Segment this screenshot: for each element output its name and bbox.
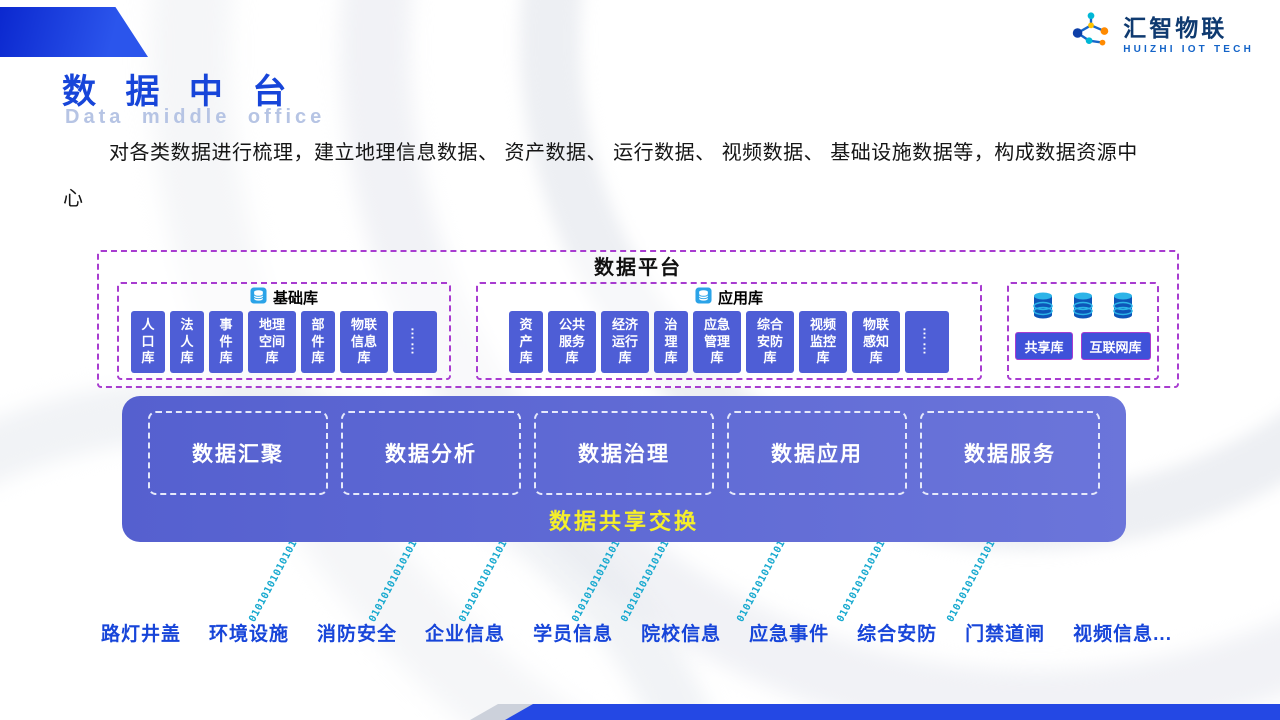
logo-tagline: HUIZHI IOT TECH [1123,44,1254,56]
data-source-label: 院校信息 [641,624,722,645]
process-step: 数据服务 [920,411,1100,495]
database-cylinder-icon [1031,290,1055,324]
library-box: 应急管理库 [693,311,741,373]
library-box: 事件库 [209,311,243,373]
data-source-label: 学员信息 [533,624,614,645]
shared-library-row: 共享库 互联网库 [1013,332,1153,360]
process-panel: 数据汇聚 数据分析 数据治理 数据应用 数据服务 数据共享交换 [122,396,1126,542]
library-box: 综合安防库 [746,311,794,373]
data-source-label: 视频信息... [1073,624,1172,645]
database-cylinders [1013,290,1153,324]
shared-library-box: 互联网库 [1080,332,1151,360]
bottom-blue-stripe [505,704,1280,720]
process-step: 数据分析 [341,411,521,495]
database-cylinder-icon [1071,290,1095,324]
database-cylinder-icon [1111,290,1135,324]
library-box: 治理库 [654,311,688,373]
data-source-label: 消防安全 [317,624,398,645]
description: 对各类数据进行梳理，建立地理信息数据、 资产数据、 运行数据、 视频数据、 基础… [63,142,1138,210]
library-box-ellipsis: …… [905,311,949,373]
group-label: 应用库 [717,289,763,307]
logo-icon [1068,10,1114,61]
data-source-label: 企业信息 [425,624,506,645]
data-source-label: 环境设施 [209,624,290,645]
logo-name: 汇智物联 [1123,14,1228,41]
data-exchange-label: 数据共享交换 [548,509,699,534]
library-box: 物联感知库 [852,311,900,373]
data-source-row: 路灯井盖 环境设施 消防安全 企业信息 学员信息 院校信息 应急事件 综合安防 … [101,619,1172,646]
data-source-label: 应急事件 [749,624,830,645]
application-library-header: 应用库 [482,286,976,308]
library-box: 视频监控库 [799,311,847,373]
library-box: 地理空间库 [248,311,296,373]
library-box: 物联信息库 [340,311,388,373]
library-box: 资产库 [509,311,543,373]
process-step: 数据治理 [534,411,714,495]
library-box: 公共服务库 [548,311,596,373]
page-subtitle: Data middle office [65,106,326,128]
shared-library-box: 共享库 [1015,332,1073,360]
library-box: 人口库 [131,311,165,373]
logo: 汇智物联 HUIZHI IOT TECH [1068,10,1254,61]
process-step: 数据应用 [727,411,907,495]
top-left-accent-shape [0,7,148,57]
library-box: 法人库 [170,311,204,373]
platform-groups: 基础库 人口库 法人库 事件库 地理空间库 部件库 物联信息库 …… [117,282,1159,380]
group-label: 基础库 [272,289,318,307]
application-library-items: 资产库 公共服务库 经济运行库 治理库 应急管理库 综合安防库 视频监控库 物联… [482,308,976,376]
shared-library-group: 共享库 互联网库 [1007,282,1159,380]
process-steps-row: 数据汇聚 数据分析 数据治理 数据应用 数据服务 [148,411,1100,495]
basic-library-items: 人口库 法人库 事件库 地理空间库 部件库 物联信息库 …… [123,308,445,376]
basic-library-group: 基础库 人口库 法人库 事件库 地理空间库 部件库 物联信息库 …… [117,282,451,380]
library-box: 经济运行库 [601,311,649,373]
application-library-group: 应用库 资产库 公共服务库 经济运行库 治理库 应急管理库 综合安防库 视频监控… [476,282,982,380]
process-step: 数据汇聚 [148,411,328,495]
library-box-ellipsis: …… [393,311,437,373]
database-icon [250,286,267,308]
library-box: 部件库 [301,311,335,373]
data-source-label: 路灯井盖 [101,624,182,645]
database-icon [695,286,712,308]
platform-title: 数据平台 [594,257,682,279]
data-source-label: 综合安防 [857,624,938,645]
basic-library-header: 基础库 [123,286,445,308]
logo-text: 汇智物联 HUIZHI IOT TECH [1123,14,1254,56]
data-platform-panel: 数据平台 基础库 人口库 [97,250,1179,388]
data-source-label: 门禁道闸 [965,624,1046,645]
